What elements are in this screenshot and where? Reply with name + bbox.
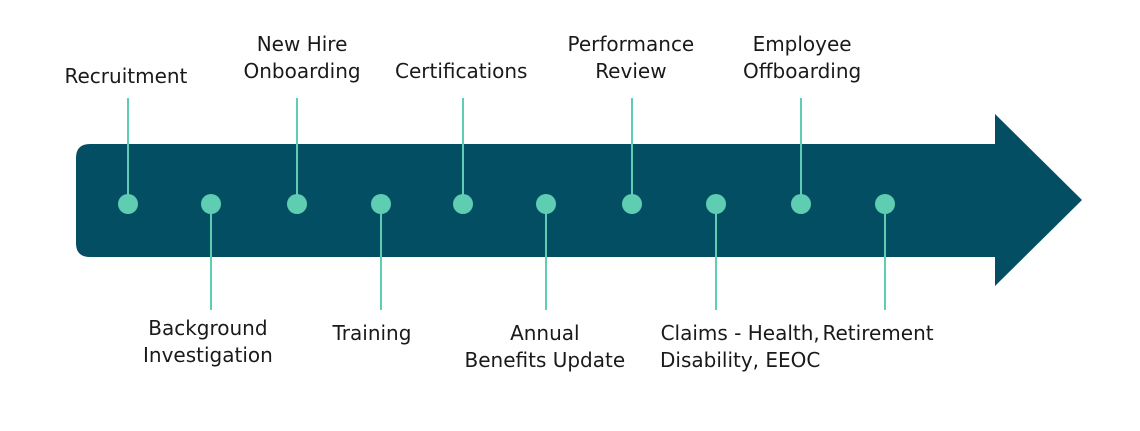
- stage-label-training: Training: [333, 320, 412, 347]
- milestone-dot-annual-benefits-update: [536, 194, 556, 214]
- stage-label-line: Offboarding: [743, 59, 862, 83]
- stage-label-retirement: Retirement: [823, 320, 934, 347]
- stage-label-certifications: Certifications: [395, 58, 527, 85]
- stage-label-line: Investigation: [143, 343, 273, 367]
- milestone-dot-employee-offboarding: [791, 194, 811, 214]
- milestone-dot-claims: [706, 194, 726, 214]
- milestone-dots: [118, 194, 895, 214]
- stage-label-line: Training: [332, 321, 412, 345]
- stage-label-line: Benefits Update: [464, 348, 626, 372]
- milestone-dot-new-hire-onboarding: [287, 194, 307, 214]
- stage-label-line: Background: [148, 316, 268, 340]
- milestone-dot-performance-review: [622, 194, 642, 214]
- stage-label-line: Annual: [510, 321, 580, 345]
- milestone-dot-training: [371, 194, 391, 214]
- milestone-dot-retirement: [875, 194, 895, 214]
- stage-label-claims: Claims - Health, Disability, EEOC: [660, 320, 820, 374]
- milestone-dot-certifications: [453, 194, 473, 214]
- milestone-dot-recruitment: [118, 194, 138, 214]
- stage-label-line: Claims - Health,: [660, 321, 820, 345]
- stage-label-line: Performance: [567, 32, 695, 56]
- stage-label-line: New Hire: [256, 32, 348, 56]
- stage-label-line: Employee: [752, 32, 852, 56]
- stage-label-line: Onboarding: [243, 59, 361, 83]
- stage-label-recruitment: Recruitment: [65, 63, 188, 90]
- milestone-dot-background-investigation: [201, 194, 221, 214]
- timeline-arrow: [76, 114, 1082, 286]
- stage-label-line: Review: [595, 59, 667, 83]
- connector-lines: [127, 98, 886, 310]
- stage-label-line: Recruitment: [64, 64, 188, 88]
- stage-label-line: Certifications: [395, 59, 528, 83]
- stage-label-line: Disability, EEOC: [660, 348, 821, 372]
- stage-label-line: Retirement: [822, 321, 934, 345]
